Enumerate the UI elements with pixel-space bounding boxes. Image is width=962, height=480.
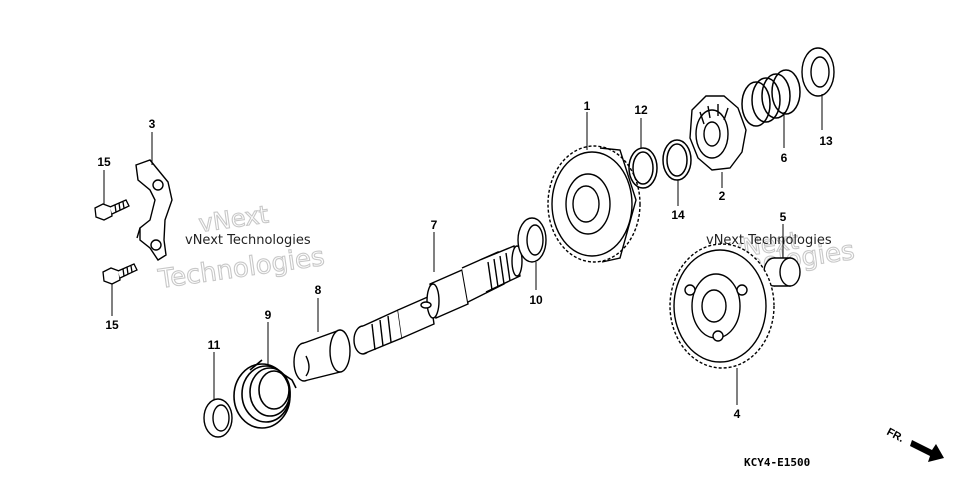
callout-4: 4: [734, 407, 741, 421]
svg-text:vNext Technologies: vNext Technologies: [706, 233, 832, 248]
callout-12: 12: [634, 103, 648, 117]
callout-13: 13: [819, 134, 833, 148]
callout-9: 9: [265, 308, 272, 322]
part-4-gear: [669, 243, 775, 369]
part-12-circlip: [628, 147, 658, 189]
front-arrow-icon: [910, 440, 944, 462]
part-9-spring: [233, 359, 297, 429]
part-6-spring: [741, 69, 801, 127]
watermark-left: vNext Technologies vNext Technologies: [155, 200, 327, 296]
part-11-washer: [203, 398, 233, 438]
callout-7: 7: [431, 218, 438, 232]
part-15-bolt-upper: [94, 199, 130, 221]
front-label: FR.: [885, 426, 906, 445]
part-7-spindle: [353, 245, 523, 355]
part-5-bushing: [763, 257, 801, 287]
drawing-code: KCY4-E1500: [744, 456, 810, 469]
part-2-ratchet: [689, 95, 747, 171]
part-10-washer: [517, 217, 547, 263]
part-3-bracket: [135, 159, 173, 261]
callout-6: 6: [781, 151, 788, 165]
callout-15-lower: 15: [105, 318, 119, 332]
callout-5: 5: [780, 210, 787, 224]
part-15-bolt-lower: [102, 263, 138, 285]
part-14-circlip: [662, 139, 692, 181]
callout-11: 11: [208, 338, 221, 352]
callout-2: 2: [719, 189, 726, 203]
callout-14: 14: [671, 208, 685, 222]
front-direction-indicator: FR.: [885, 426, 944, 462]
callout-labels: 1 2 3 4 5 6 7 8 9 10 11 12 13 14 15 15: [97, 99, 833, 421]
part-1-gear: [547, 145, 641, 263]
svg-text:Technologies: Technologies: [156, 242, 327, 295]
svg-text:vNext Technologies: vNext Technologies: [185, 233, 311, 248]
leader-lines: [103, 94, 823, 405]
callout-8: 8: [315, 283, 322, 297]
part-13-washer: [801, 47, 835, 97]
callout-10: 10: [529, 293, 543, 307]
callout-15-upper: 15: [97, 155, 111, 169]
part-8-collar: [293, 329, 351, 382]
callout-3: 3: [149, 117, 156, 131]
callout-1: 1: [584, 99, 591, 113]
